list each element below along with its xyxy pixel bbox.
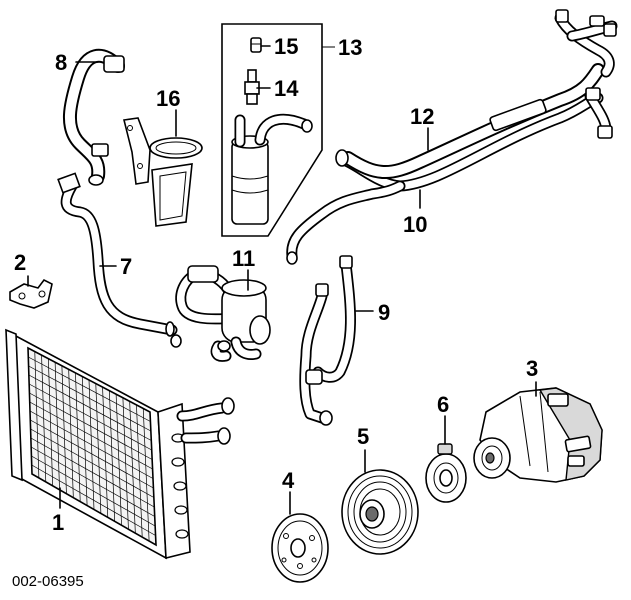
- accumulator-bracket: [123, 117, 203, 227]
- compressor: [473, 387, 603, 483]
- discharge-hose: [62, 48, 125, 186]
- condenser: [5, 328, 235, 560]
- field-coil: [425, 443, 467, 503]
- accumulator-group-box: [221, 23, 335, 237]
- condenser-tube: [28, 356, 151, 422]
- condenser-tube: [28, 374, 152, 441]
- condenser-line: [57, 172, 182, 348]
- liquid-line: [299, 255, 356, 426]
- callout-14: 14: [274, 76, 299, 101]
- suction-line: [286, 92, 604, 265]
- condenser-tube: [29, 401, 153, 470]
- condenser-tube: [31, 455, 156, 527]
- callout-13: 13: [338, 35, 362, 60]
- condenser-tube: [30, 446, 155, 517]
- callout-6: 6: [437, 392, 449, 417]
- document-number: 002-06395: [12, 573, 84, 590]
- callout-4: 4: [282, 468, 295, 493]
- accumulator: [231, 113, 313, 225]
- condenser-tube: [31, 464, 156, 536]
- callout-16: 16: [156, 86, 180, 111]
- callout-labels: 1 2 3 4 5 6 7 8 9 10 11 12 13 14 15 16: [14, 34, 538, 535]
- clutch-hub: [271, 513, 329, 583]
- bracket: [9, 278, 53, 309]
- callout-12: 12: [410, 104, 434, 129]
- pressure-switch: [244, 69, 271, 105]
- callout-1: 1: [52, 510, 64, 535]
- callout-3: 3: [526, 356, 538, 381]
- leader-lines: [27, 61, 537, 515]
- clutch-pulley: [341, 469, 419, 555]
- condenser-tube: [28, 383, 152, 451]
- manifold-line-assembly: [175, 265, 271, 362]
- cap: [250, 37, 271, 53]
- callout-7: 7: [120, 254, 132, 279]
- condenser-tube: [30, 419, 154, 489]
- callout-11: 11: [232, 246, 255, 271]
- callout-15: 15: [274, 34, 298, 59]
- condenser-tube: [30, 437, 155, 508]
- condenser-tube: [29, 392, 153, 460]
- callout-5: 5: [357, 424, 369, 449]
- condenser-tube: [28, 365, 152, 432]
- callout-2: 2: [14, 250, 26, 275]
- condenser-tube: [30, 428, 155, 498]
- upper-right-fittings: [554, 9, 618, 139]
- callout-10: 10: [403, 212, 427, 237]
- condenser-tube: [29, 410, 154, 479]
- callout-9: 9: [378, 300, 390, 325]
- callout-8: 8: [55, 50, 67, 75]
- suction-hose: [335, 63, 605, 180]
